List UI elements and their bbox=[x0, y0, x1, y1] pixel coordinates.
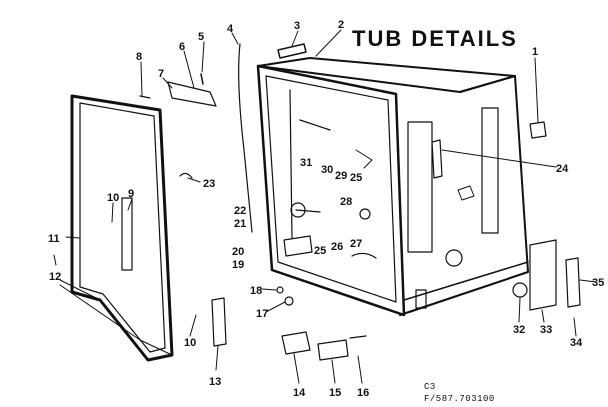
callout-26: 26 bbox=[331, 241, 343, 253]
callout-2: 2 bbox=[338, 19, 344, 31]
callout-24: 24 bbox=[556, 163, 569, 175]
callout-16: 16 bbox=[357, 387, 369, 399]
callout-8: 8 bbox=[136, 51, 142, 63]
footer-part-ref: F/587.703100 bbox=[424, 394, 495, 404]
callout-6: 6 bbox=[179, 41, 185, 53]
callout-30: 30 bbox=[321, 164, 333, 176]
callout-17: 17 bbox=[256, 308, 268, 320]
callout-10-bottom: 10 bbox=[184, 337, 196, 349]
callout-25-lower: 25 bbox=[314, 245, 326, 257]
callout-1: 1 bbox=[532, 46, 538, 58]
callout-31: 31 bbox=[300, 157, 312, 169]
callout-21: 21 bbox=[234, 218, 246, 230]
callout-25-upper: 25 bbox=[350, 172, 362, 184]
leader-lines bbox=[53, 29, 597, 384]
callout-11: 11 bbox=[48, 233, 60, 245]
callout-5: 5 bbox=[198, 31, 204, 43]
callout-23: 23 bbox=[203, 178, 215, 190]
callout-12: 12 bbox=[49, 271, 61, 283]
callout-3: 3 bbox=[294, 20, 300, 32]
callout-19: 19 bbox=[232, 259, 244, 271]
callout-27: 27 bbox=[350, 238, 362, 250]
callout-10-top: 10 bbox=[107, 192, 119, 204]
callout-34: 34 bbox=[570, 337, 583, 349]
callout-20: 20 bbox=[232, 246, 244, 258]
callout-14: 14 bbox=[293, 387, 306, 399]
callout-28: 28 bbox=[340, 196, 352, 208]
callout-15: 15 bbox=[329, 387, 341, 399]
callout-labels: 1 2 3 4 5 6 7 8 9 10 10 11 12 13 14 15 1… bbox=[48, 19, 604, 399]
door-panel bbox=[59, 94, 174, 362]
footer-code: C3 bbox=[424, 382, 436, 392]
callout-33: 33 bbox=[540, 324, 552, 336]
callout-18: 18 bbox=[250, 285, 262, 297]
callout-13: 13 bbox=[209, 376, 221, 388]
callout-9: 9 bbox=[128, 188, 134, 200]
callout-22: 22 bbox=[234, 205, 246, 217]
callout-32: 32 bbox=[513, 324, 525, 336]
callout-7: 7 bbox=[158, 68, 164, 80]
callout-35: 35 bbox=[592, 277, 604, 289]
callout-4: 4 bbox=[227, 23, 234, 35]
callout-29: 29 bbox=[335, 170, 347, 182]
tub-body bbox=[238, 43, 529, 317]
diagram-title: TUB DETAILS bbox=[352, 26, 518, 51]
